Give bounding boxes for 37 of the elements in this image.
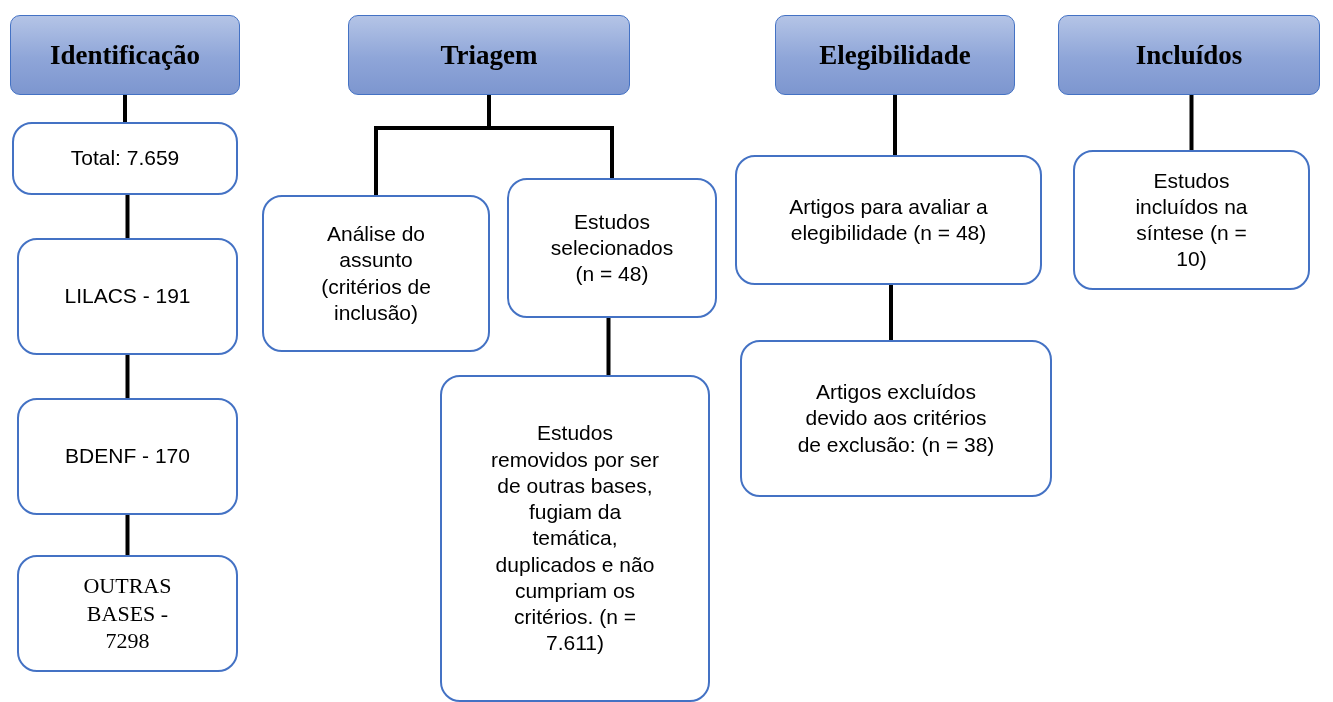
connector-line bbox=[123, 95, 127, 122]
connector-line bbox=[125, 355, 130, 398]
connector-line bbox=[893, 95, 897, 155]
process-box bbox=[1073, 150, 1310, 290]
connector-line bbox=[125, 515, 130, 555]
process-box bbox=[12, 122, 238, 195]
connector-line bbox=[606, 318, 611, 375]
connector-line bbox=[889, 285, 893, 340]
connector-line bbox=[125, 195, 130, 238]
node-text: Análise do assunto (critérios de inclusão) bbox=[320, 221, 432, 326]
stage-header bbox=[348, 15, 630, 95]
node-text: Elegibilidade bbox=[819, 39, 971, 71]
node-text: BDENF - 170 bbox=[65, 443, 190, 470]
node-text: LILACS - 191 bbox=[64, 283, 191, 310]
node-text: Triagem bbox=[440, 39, 538, 71]
node-text: Total: 7.659 bbox=[70, 145, 180, 172]
node-text: Artigos para avaliar a elegibilidade (n = 48) bbox=[788, 193, 989, 246]
node-text: Identificação bbox=[50, 39, 200, 71]
node-text: OUTRAS BASES - 7298 bbox=[82, 572, 173, 655]
node-text: Estudos incluídos na síntese (n = 10) bbox=[1134, 167, 1249, 273]
stage-header bbox=[775, 15, 1015, 95]
stage-header bbox=[10, 15, 240, 95]
node-text: Incluídos bbox=[1135, 39, 1243, 71]
stage-header bbox=[1058, 15, 1320, 95]
process-box bbox=[440, 375, 710, 702]
process-box bbox=[507, 178, 717, 318]
connector-line bbox=[487, 95, 614, 178]
node-text: Estudos selecionados (n = 48) bbox=[549, 208, 675, 288]
process-box bbox=[17, 398, 238, 515]
node-text: Estudos removidos por ser de outras bases, fugiam da temática, duplicados e não cumpriam os critérios. (n = 7.611) bbox=[489, 420, 661, 657]
connector-line bbox=[1189, 95, 1194, 150]
process-box bbox=[262, 195, 490, 352]
process-box bbox=[735, 155, 1042, 285]
process-box bbox=[17, 238, 238, 355]
process-box bbox=[17, 555, 238, 672]
node-text: Artigos excluídos devido aos critérios de exclusão: (n = 38) bbox=[796, 379, 996, 458]
process-box bbox=[740, 340, 1052, 497]
